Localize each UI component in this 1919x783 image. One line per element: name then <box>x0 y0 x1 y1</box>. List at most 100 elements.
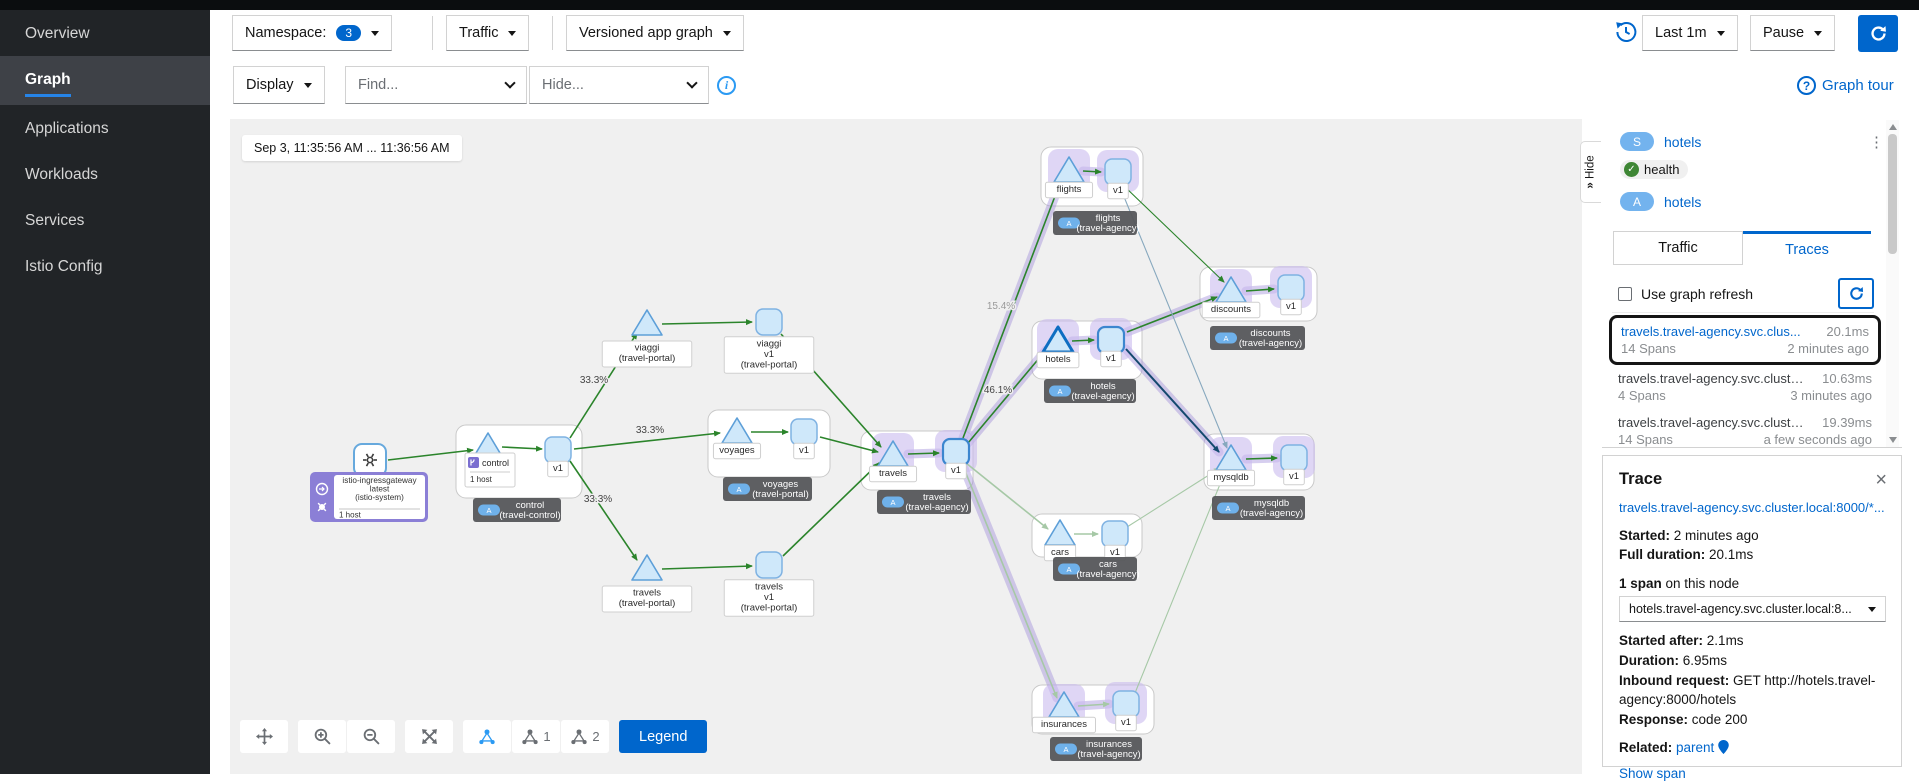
app-link[interactable]: hotels <box>1664 193 1702 210</box>
refresh-button[interactable] <box>1858 15 1898 52</box>
graph-edge[interactable] <box>661 319 753 326</box>
node-chip-text: v1 <box>764 592 774 603</box>
graph-edge[interactable] <box>1071 337 1095 344</box>
display-dropdown[interactable]: Display <box>233 66 325 104</box>
node-flights-v1[interactable] <box>1104 158 1132 186</box>
trace-name[interactable]: travels.travel-agency.svc.clus... <box>1621 324 1801 339</box>
zoom-out-button[interactable] <box>347 720 395 753</box>
layout-2-button[interactable]: 2 <box>561 720 609 753</box>
graph-edge[interactable] <box>962 465 1058 699</box>
kebab-menu-icon[interactable]: ⋮ <box>1869 133 1884 151</box>
graph-type-dropdown[interactable]: Versioned app graph <box>566 15 744 51</box>
node-travels-v1[interactable] <box>941 437 971 467</box>
graph-edge[interactable] <box>965 462 1049 530</box>
graph-edge[interactable] <box>782 462 880 557</box>
time-range-dropdown[interactable]: Last 1m <box>1642 15 1738 51</box>
graph-edge[interactable] <box>1126 467 1221 528</box>
scrollbar-thumb[interactable] <box>1888 134 1897 254</box>
node-chip-text: v1 <box>799 445 809 456</box>
related-parent-link[interactable]: parent <box>1676 740 1715 756</box>
node-hotels-v1[interactable] <box>1096 325 1126 355</box>
graph-edge[interactable] <box>1245 286 1275 293</box>
node-chip <box>1201 301 1261 319</box>
sidebar-item-services[interactable]: Services <box>25 212 85 229</box>
layout-default-button[interactable] <box>463 720 511 753</box>
hide-input[interactable] <box>542 77 670 93</box>
find-input[interactable] <box>358 77 488 93</box>
graph-tour-label: Graph tour <box>1822 77 1894 94</box>
trace-list-item[interactable]: travels.travel-agency.svc.cluste...19.39… <box>1609 409 1881 453</box>
fit-to-screen-button[interactable] <box>405 720 453 753</box>
layout-1-button[interactable]: 1 <box>512 720 560 753</box>
trace-list-item[interactable]: travels.travel-agency.svc.clus...20.1ms … <box>1609 315 1881 365</box>
node-cars-v1[interactable] <box>1101 520 1129 548</box>
scroll-down-icon[interactable] <box>1889 437 1897 443</box>
trace-name[interactable]: travels.travel-agency.svc.cluste... <box>1618 371 1808 386</box>
graph-edge[interactable] <box>661 563 753 570</box>
sidebar-item-istio-config[interactable]: Istio Config <box>25 258 103 275</box>
traffic-graph[interactable]: 33.3%33.3%33.3%46.1%15.4%viaggi(travel-p… <box>230 119 1582 774</box>
graph-edge[interactable] <box>1134 471 1226 694</box>
node-travels-portal-v1[interactable] <box>755 551 783 579</box>
node-travels-portal[interactable] <box>631 554 663 581</box>
pan-button[interactable] <box>240 720 288 753</box>
node-mysqldb-v1[interactable] <box>1280 444 1308 472</box>
span-select-dropdown[interactable]: hotels.travel-agency.svc.cluster.local:8… <box>1619 596 1886 623</box>
scroll-up-icon[interactable] <box>1889 124 1897 130</box>
close-icon[interactable]: × <box>1875 469 1887 491</box>
map-pin-icon[interactable] <box>1718 740 1729 755</box>
gateway-label-text: istio-ingressgateway <box>342 476 417 485</box>
legend-button[interactable]: Legend <box>619 720 708 753</box>
info-icon[interactable]: i <box>717 76 736 95</box>
node-viaggi[interactable] <box>631 309 663 336</box>
graph-edge[interactable] <box>387 447 474 461</box>
node-istio-ingressgateway[interactable] <box>353 443 387 477</box>
sidebar-item-overview[interactable]: Overview <box>25 25 90 42</box>
time-history-icon[interactable] <box>1614 20 1638 49</box>
zoom-in-button[interactable] <box>298 720 346 753</box>
node-control-v1[interactable] <box>544 436 572 464</box>
node-discounts-v1[interactable] <box>1277 274 1305 302</box>
sidebar-item-workloads[interactable]: Workloads <box>25 166 98 183</box>
traffic-dropdown[interactable]: Traffic <box>446 15 530 51</box>
namespace-dropdown[interactable]: Namespace: 3 <box>232 15 393 51</box>
graph-edge[interactable] <box>1123 185 1225 283</box>
graph-tour-link[interactable]: ? Graph tour <box>1797 76 1894 95</box>
chevron-down-icon <box>1868 607 1876 616</box>
graph-edge[interactable] <box>573 430 721 450</box>
graph-edge[interactable] <box>819 436 879 454</box>
node-voyages-v1[interactable] <box>790 418 818 446</box>
graph-edge[interactable] <box>1082 168 1102 175</box>
graph-edge[interactable] <box>501 445 543 452</box>
graph-edge[interactable] <box>1119 186 1228 449</box>
chevron-down-icon[interactable] <box>504 77 516 89</box>
hide-panel-button[interactable]: » Hide <box>1580 141 1601 203</box>
service-link[interactable]: hotels <box>1664 133 1702 150</box>
traces-refresh-button[interactable] <box>1838 278 1874 309</box>
graph-edge[interactable] <box>1245 455 1278 462</box>
panel-scrollbar[interactable] <box>1886 120 1899 447</box>
node-insurances-v1[interactable] <box>1112 690 1140 718</box>
trace-name[interactable]: travels.travel-agency.svc.cluste... <box>1618 415 1808 430</box>
graph-edge[interactable] <box>569 460 638 561</box>
tab-traffic[interactable]: Traffic <box>1613 231 1743 265</box>
graph-edge[interactable] <box>1077 701 1110 708</box>
tab-traces[interactable]: Traces <box>1743 231 1871 265</box>
trace-list-item[interactable]: travels.travel-agency.svc.cluste...10.63… <box>1609 365 1881 409</box>
chevron-down-icon[interactable] <box>686 77 698 89</box>
show-span-link[interactable]: Show span <box>1619 765 1686 781</box>
node-viaggi-v1[interactable] <box>755 308 783 336</box>
summary-panel: S hotels ⋮ ✓ health A hotels Traffic Tra… <box>1602 119 1902 448</box>
graph-edge[interactable] <box>1125 348 1220 453</box>
sidebar-item-graph[interactable]: Graph <box>0 56 210 105</box>
refresh-mode-dropdown[interactable]: Pause <box>1750 15 1836 51</box>
graph-canvas[interactable]: 33.3%33.3%33.3%46.1%15.4%viaggi(travel-p… <box>230 119 1582 774</box>
sidebar-item-applications[interactable]: Applications <box>25 120 109 137</box>
graph-layout-icon <box>479 728 495 744</box>
graph-edge[interactable] <box>907 450 940 457</box>
use-graph-refresh-checkbox[interactable] <box>1618 286 1632 301</box>
graph-edge[interactable] <box>962 182 1061 439</box>
graph-edge[interactable] <box>967 349 1047 444</box>
trace-url-link[interactable]: travels.travel-agency.svc.cluster.local:… <box>1619 499 1885 515</box>
app-badge <box>728 483 750 495</box>
